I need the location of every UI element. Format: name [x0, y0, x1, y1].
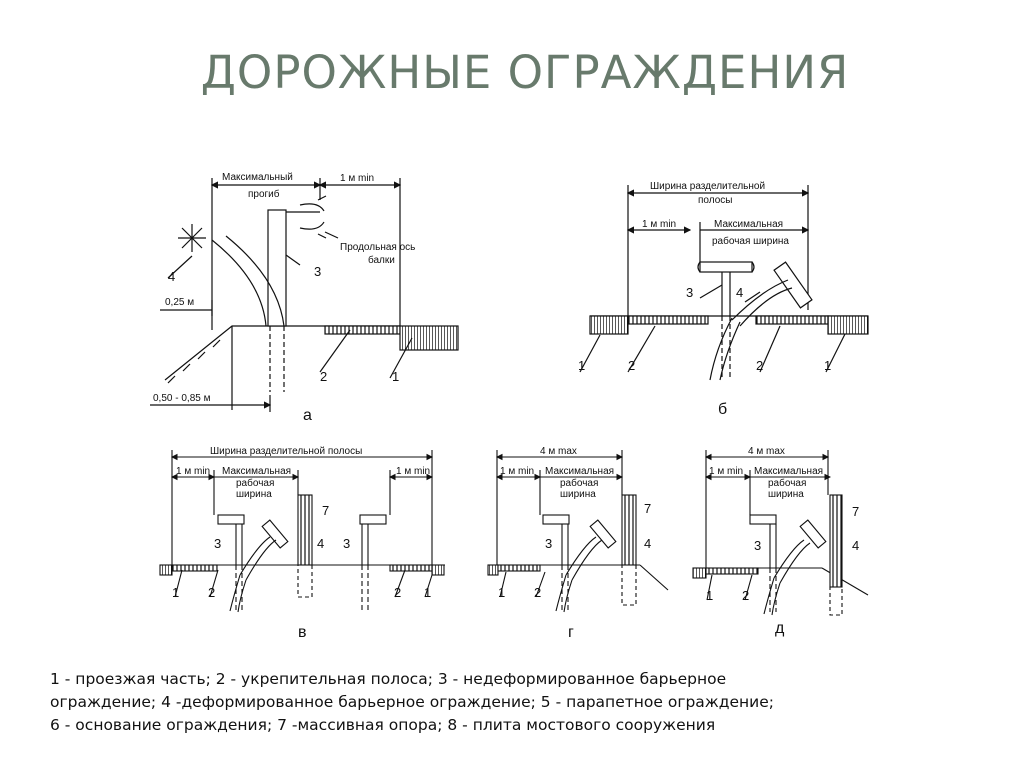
label-median-width-v: Ширина разделительной полосы — [210, 446, 362, 457]
diagram-a — [150, 178, 459, 412]
diagram-b-labels: Ширина разделительной полосы 1 м min Мак… — [578, 181, 831, 418]
label-max-work-v-2: рабочая — [236, 477, 274, 489]
legend-line-1: 1 - проезжая часть; 2 - укрепительная по… — [50, 670, 727, 688]
caption-g: г — [568, 624, 574, 641]
legend-line-2: ограждение; 4 -деформированное барьерное… — [50, 693, 774, 711]
caption-d: д — [775, 620, 785, 637]
label-max-work-d: Максимальная — [754, 466, 823, 477]
num-2: 2 — [320, 369, 327, 384]
label-1m-min-b: 1 м min — [642, 219, 676, 230]
num-4-d: 4 — [852, 538, 859, 553]
num-4: 4 — [168, 269, 175, 284]
label-1m-min-d: 1 м min — [709, 466, 743, 477]
num-2-v-left: 2 — [208, 585, 215, 600]
label-1m-min-v-right: 1 м min — [396, 466, 430, 477]
label-median-width: Ширина разделительной — [650, 181, 765, 192]
label-max-work-g-3: ширина — [560, 489, 596, 500]
legend: 1 - проезжая часть; 2 - укрепительная по… — [50, 668, 1010, 737]
label-median-width-2: полосы — [698, 195, 732, 206]
caption-v: в — [298, 624, 307, 641]
diagram-a-labels: Максимальный прогиб 1 м min Продольная о… — [153, 172, 415, 424]
num-7-d: 7 — [852, 504, 859, 519]
num-4-b: 4 — [736, 285, 743, 300]
diagram-v-labels: Ширина разделительной полосы 1 м min Мак… — [172, 446, 431, 641]
num-1-v-right: 1 — [424, 585, 431, 600]
label-max-work-g: Максимальная — [545, 466, 614, 477]
num-7-g: 7 — [644, 501, 651, 516]
diagram-g-labels: 4 м max 1 м min Максимальная рабочая шир… — [498, 446, 651, 641]
diagram-d-labels: 4 м max 1 м min Максимальная рабочая шир… — [706, 446, 859, 637]
num-4-g: 4 — [644, 536, 651, 551]
num-1-b-left: 1 — [578, 358, 585, 373]
num-2-g: 2 — [534, 585, 541, 600]
num-2-b-right: 2 — [756, 358, 763, 373]
num-3-d: 3 — [754, 538, 761, 553]
diagram-b — [579, 185, 869, 381]
num-4-v: 4 — [317, 536, 324, 551]
label-max-work-v-3: ширина — [236, 489, 272, 500]
diagram-d — [692, 450, 869, 616]
num-3-g: 3 — [545, 536, 552, 551]
label-max-work-g-2: рабочая — [560, 477, 598, 489]
label-4m-max-d: 4 м max — [748, 446, 785, 457]
label-max-work-v: Максимальная — [222, 466, 291, 477]
num-3-b: 3 — [686, 285, 693, 300]
label-1m-min-v-left: 1 м min — [176, 466, 210, 477]
label-max-work-d-3: ширина — [768, 489, 804, 500]
label-max-work-d-2: рабочая — [768, 477, 806, 489]
label-1m-min-g: 1 м min — [500, 466, 534, 477]
label-4m-max-g: 4 м max — [540, 446, 577, 457]
label-max-work-b-2: рабочая ширина — [712, 235, 789, 247]
num-1: 1 — [392, 369, 399, 384]
caption-a: а — [303, 407, 312, 424]
label-025: 0,25 м — [165, 297, 194, 308]
num-1-g: 1 — [498, 585, 505, 600]
label-1m-min: 1 м min — [340, 173, 374, 184]
num-7-v: 7 — [322, 503, 329, 518]
num-2-v-right: 2 — [394, 585, 401, 600]
num-2-b-left: 2 — [628, 358, 635, 373]
num-3: 3 — [314, 264, 321, 279]
label-max-deflection-2: прогиб — [248, 188, 280, 200]
num-1-b-right: 1 — [824, 358, 831, 373]
label-beam-axis-2: балки — [368, 254, 395, 266]
diagram-g — [487, 450, 669, 613]
num-3-v-left: 3 — [214, 536, 221, 551]
legend-line-3: 6 - основание ограждения; 7 -массивная о… — [50, 716, 716, 734]
caption-b: б — [718, 401, 727, 418]
slide-title: ДОРОЖНЫЕ ОГРАЖДЕНИЯ — [200, 46, 850, 99]
num-3-v-right: 3 — [343, 536, 350, 551]
num-1-d: 1 — [706, 588, 713, 603]
label-beam-axis: Продольная ось — [340, 242, 415, 253]
num-2-d: 2 — [742, 588, 749, 603]
diagram-v — [159, 450, 445, 613]
num-1-v-left: 1 — [172, 585, 179, 600]
label-max-work-b: Максимальная — [714, 219, 783, 230]
label-050-085: 0,50 - 0,85 м — [153, 393, 211, 404]
label-max-deflection: Максимальный — [222, 172, 293, 183]
